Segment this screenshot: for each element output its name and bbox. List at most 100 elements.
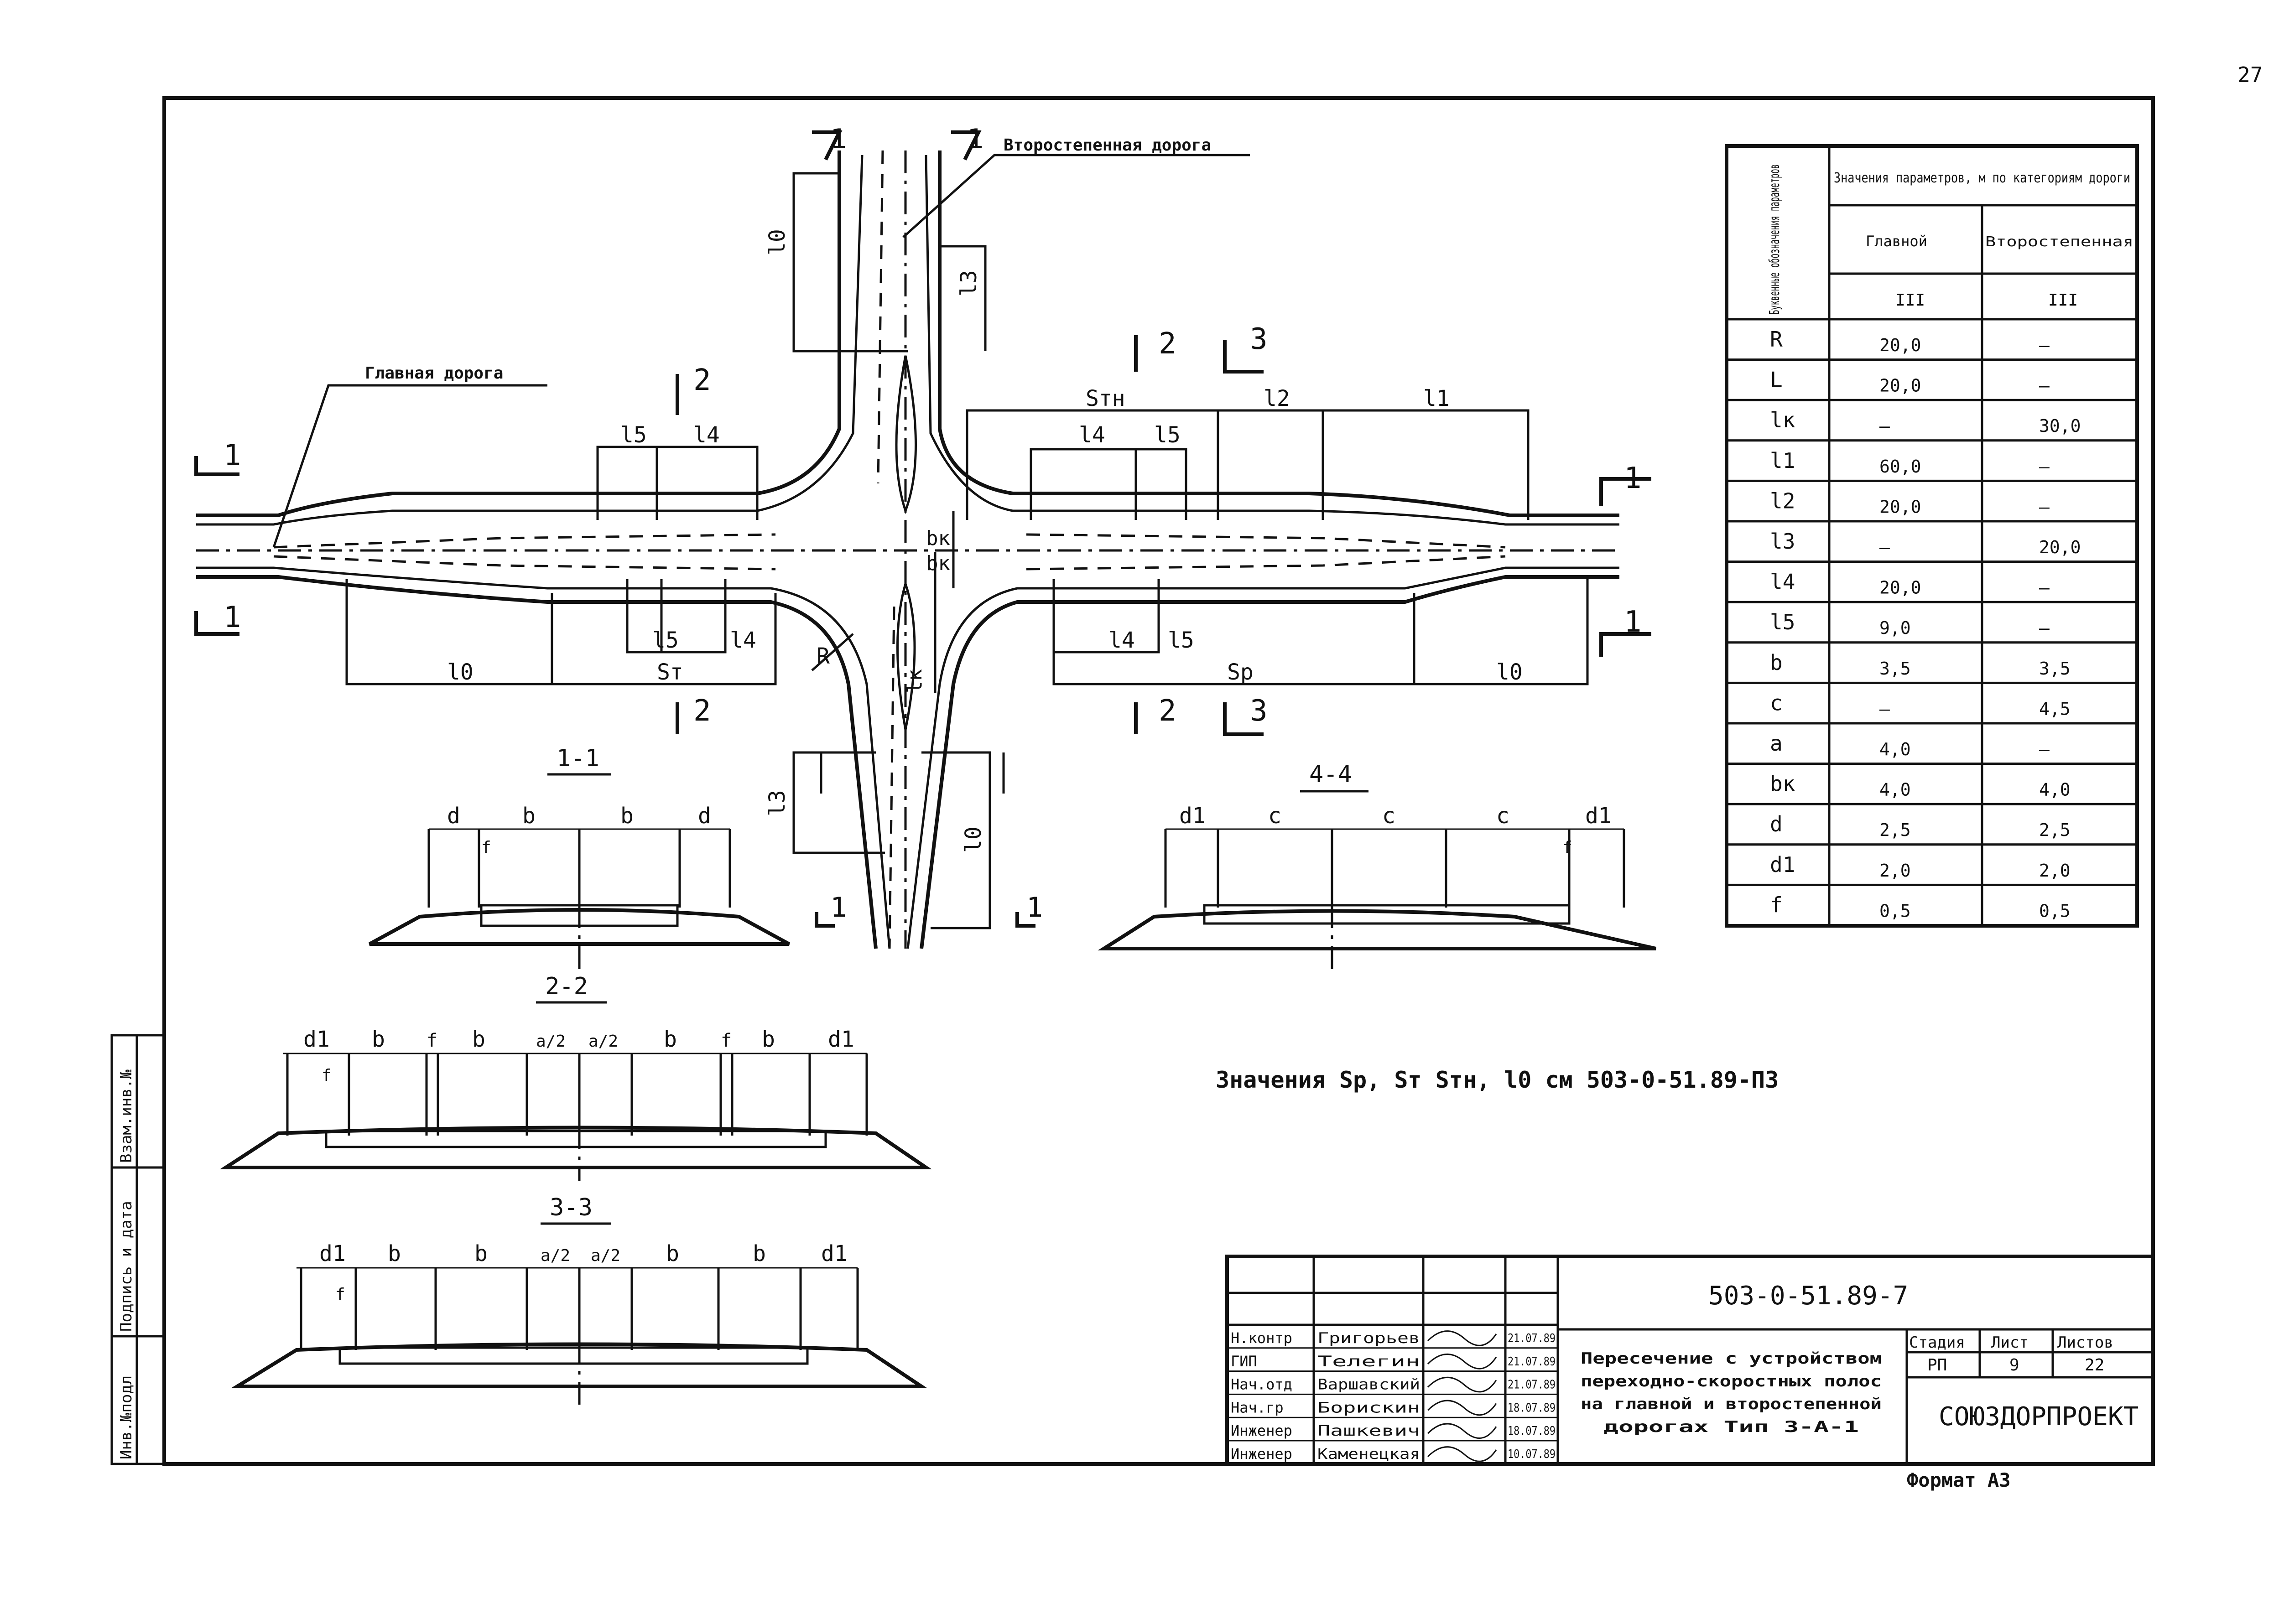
svg-text:1: 1 xyxy=(224,439,241,472)
svg-text:f: f xyxy=(427,1030,437,1051)
svg-text:РП: РП xyxy=(1927,1356,1947,1375)
svg-text:III: III xyxy=(2048,291,2078,310)
table-value-secondary: 4,5 xyxy=(2039,699,2071,719)
table-symbol: l3 xyxy=(1770,529,1795,554)
svg-text:b: b xyxy=(664,1027,677,1052)
table-value-main: — xyxy=(1879,699,1890,719)
svg-text:d: d xyxy=(447,803,460,829)
svg-text:l3: l3 xyxy=(765,790,790,816)
svg-text:переходно-скоростных полос: переходно-скоростных полос xyxy=(1581,1372,1882,1391)
signer-name: Варшавский xyxy=(1317,1376,1420,1393)
svg-text:a/2: a/2 xyxy=(588,1032,618,1051)
svg-text:l5: l5 xyxy=(620,422,647,448)
cut-marker-2: 2 2 2 2 xyxy=(676,327,1176,734)
section-4-4-title: 4-4 xyxy=(1309,761,1352,788)
table-symbol: d xyxy=(1770,812,1783,836)
svg-text:l0: l0 xyxy=(765,229,790,255)
table-symbol: L xyxy=(1770,368,1783,392)
table-value-secondary: — xyxy=(2039,335,2050,355)
table-symbol: f xyxy=(1770,892,1783,917)
svg-text:f: f xyxy=(721,1030,732,1051)
table-value-secondary: — xyxy=(2039,376,2050,396)
svg-text:22: 22 xyxy=(2085,1356,2104,1375)
svg-text:b: b xyxy=(620,803,634,829)
table-value-secondary: 2,0 xyxy=(2039,861,2071,881)
svg-text:1: 1 xyxy=(830,892,847,924)
svg-text:l0: l0 xyxy=(961,826,986,853)
svg-text:Пересечение с устройством: Пересечение с устройством xyxy=(1581,1349,1882,1368)
svg-text:b: b xyxy=(388,1241,401,1266)
label-secondary-road: Второстепенная дорога xyxy=(1004,136,1211,155)
svg-text:f: f xyxy=(1562,838,1572,857)
signature-mark xyxy=(1427,1423,1497,1439)
table-symbol: l5 xyxy=(1770,610,1795,634)
table-value-main: 2,0 xyxy=(1879,861,1911,881)
svg-text:bк: bк xyxy=(926,552,950,575)
svg-text:f: f xyxy=(335,1285,345,1304)
section-3-3-title: 3-3 xyxy=(550,1194,593,1221)
table-symbol: l4 xyxy=(1770,570,1795,594)
parameters-table: Буквенные обозначения параметров Значени… xyxy=(1725,144,2139,928)
signer-name: Борискин xyxy=(1317,1399,1420,1416)
svg-text:Sт: Sт xyxy=(657,659,683,685)
table-value-main: — xyxy=(1879,416,1890,436)
signer-date: 18.07.89 xyxy=(1508,1424,1556,1438)
table-symbol: a xyxy=(1770,731,1783,756)
section-2-2-title: 2-2 xyxy=(545,973,588,1000)
section-4-4: 4-4 d1 c c c d1 f xyxy=(1098,761,1656,971)
svg-text:1: 1 xyxy=(1026,892,1043,924)
svg-text:d1: d1 xyxy=(821,1241,848,1266)
signature-mark xyxy=(1427,1376,1497,1393)
svg-text:a/2: a/2 xyxy=(536,1032,566,1051)
svg-text:l5: l5 xyxy=(1154,422,1181,448)
doc-code: 503-0-51.89-7 xyxy=(1708,1281,1908,1311)
signature-mark xyxy=(1427,1400,1497,1416)
table-value-main: 9,0 xyxy=(1879,618,1911,638)
svg-text:bк: bк xyxy=(926,527,950,550)
signer-name: Григорьев xyxy=(1317,1329,1420,1347)
svg-text:f: f xyxy=(481,838,491,857)
svg-text:3: 3 xyxy=(1250,322,1268,356)
svg-text:Листов: Листов xyxy=(2057,1333,2113,1352)
svg-text:l5: l5 xyxy=(1168,628,1194,653)
svg-text:b: b xyxy=(666,1241,679,1266)
section-1-1: 1-1 d b b d f xyxy=(369,745,790,976)
stamp-signature-date: Подпись и дата xyxy=(117,1201,135,1332)
signer-date: 18.07.89 xyxy=(1508,1401,1556,1415)
signer-date: 21.07.89 xyxy=(1508,1355,1556,1369)
table-symbol: bк xyxy=(1770,772,1795,796)
svg-text:1: 1 xyxy=(224,601,241,634)
signer-name: Каменецкая xyxy=(1317,1445,1420,1463)
table-value-main: 60,0 xyxy=(1879,457,1921,477)
svg-text:d1: d1 xyxy=(319,1241,346,1266)
signer-name: Пашкевич xyxy=(1317,1422,1420,1439)
intersection-plan: 1 1 1 1 1 1 1 1 2 2 2 2 3 3 Второстепенн… xyxy=(194,123,1651,949)
org-name: СОЮЗДОРПРОЕКТ xyxy=(1939,1402,2139,1432)
svg-text:d1: d1 xyxy=(303,1027,330,1052)
svg-text:R: R xyxy=(817,643,830,669)
signer-role: ГИП xyxy=(1231,1353,1257,1370)
section-2-2: 2-2 d1 b f b a/2 a/2 b f b d1 f xyxy=(219,973,932,1181)
signature-mark xyxy=(1427,1330,1497,1346)
svg-text:c: c xyxy=(1268,803,1281,829)
svg-text:b: b xyxy=(372,1027,385,1052)
table-value-main: — xyxy=(1879,537,1890,557)
signer-date: 10.07.89 xyxy=(1508,1448,1556,1461)
table-value-secondary: — xyxy=(2039,457,2050,477)
table-col-main: Главной xyxy=(1866,233,1927,250)
svg-text:c: c xyxy=(1496,803,1509,829)
svg-text:l4: l4 xyxy=(693,422,720,448)
table-value-main: 20,0 xyxy=(1879,335,1921,355)
svg-text:f: f xyxy=(322,1066,332,1085)
table-symbol: R xyxy=(1770,327,1783,352)
table-value-main: 20,0 xyxy=(1879,578,1921,598)
svg-text:III: III xyxy=(1895,291,1925,310)
section-1-1-title: 1-1 xyxy=(557,745,599,772)
table-symbol: l1 xyxy=(1770,448,1795,473)
signer-name: Телегин xyxy=(1317,1353,1420,1370)
signer-date: 21.07.89 xyxy=(1508,1332,1556,1345)
signer-date: 21.07.89 xyxy=(1508,1378,1556,1392)
stamp-vzam-inv: Взам.инв.№ xyxy=(117,1069,135,1163)
table-value-secondary: 3,5 xyxy=(2039,659,2071,679)
